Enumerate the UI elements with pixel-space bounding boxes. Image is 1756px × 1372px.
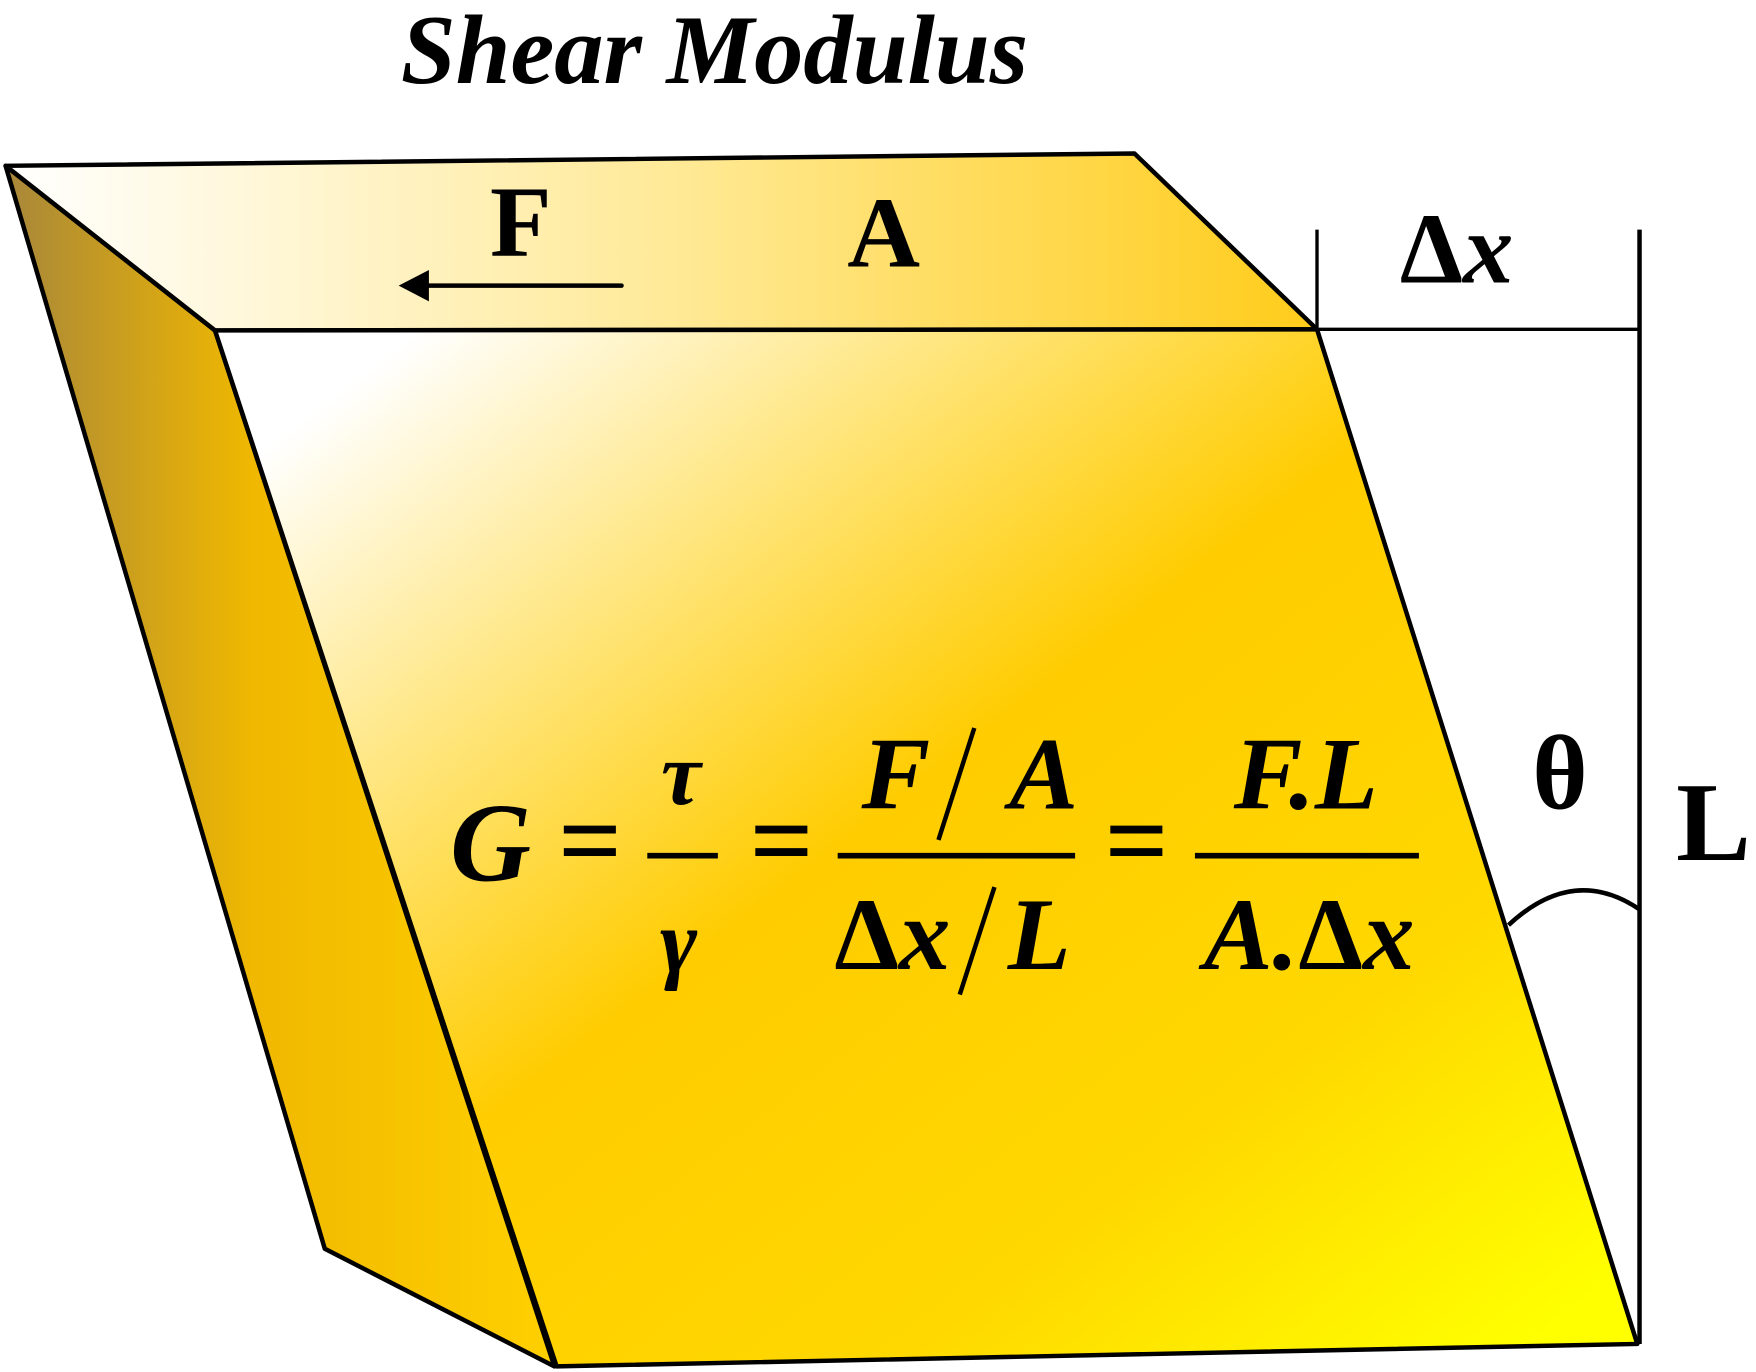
delta-x-label: Δx [1400, 192, 1514, 304]
area-label: A [847, 177, 920, 289]
length-label: L [1676, 761, 1751, 885]
angle-arc [1506, 888, 1641, 927]
force-label: F [490, 165, 552, 277]
formula-a: A [1003, 718, 1078, 832]
formula-a-delta-x: A.Δx [1198, 878, 1415, 992]
formula-f: F [861, 718, 931, 832]
diagram-title: Shear Modulus [401, 0, 1028, 105]
force-arrow-icon [398, 269, 624, 302]
formula-l: L [1007, 878, 1071, 992]
formula-equals-2: = [750, 779, 814, 903]
formula-slash-top [936, 727, 977, 841]
shear-modulus-formula: G = τ γ = F A Δx L = F.L A.Δx [450, 718, 1419, 996]
block-top-face [3, 151, 1320, 333]
formula-gamma: γ [660, 893, 698, 992]
formula-g: G [450, 781, 531, 905]
formula-fl: F.L [1233, 718, 1378, 832]
formula-equals-1: = [558, 779, 622, 903]
formula-delta-x: Δx [834, 878, 950, 992]
angle-label: θ [1532, 715, 1588, 833]
formula-equals-3: = [1105, 779, 1169, 903]
formula-tau: τ [661, 725, 704, 824]
formula-slash-bottom [957, 886, 997, 996]
